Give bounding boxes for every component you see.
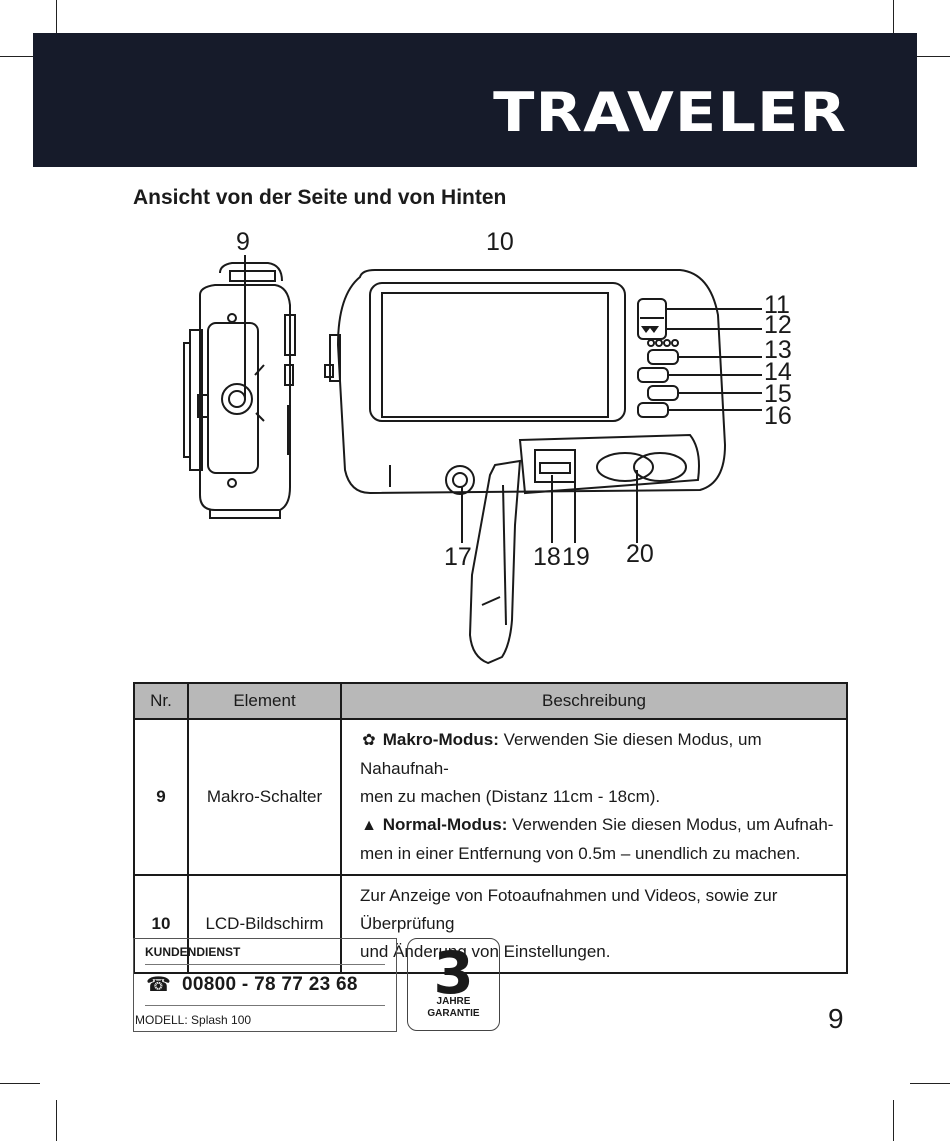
row-description: Zur Anzeige von Fotoaufnahmen und Videos… bbox=[340, 874, 848, 974]
section-title: Ansicht von der Seite und von Hinten bbox=[133, 186, 507, 209]
macro-mode-text: Verwenden Sie diesen Modus, um Nahaufnah… bbox=[360, 730, 762, 778]
brand-logo: TRAVELER bbox=[492, 81, 847, 144]
tulip-icon: ✿ bbox=[362, 732, 376, 749]
callout-19: 19 bbox=[562, 543, 590, 571]
crop-mark bbox=[0, 1083, 40, 1084]
row-description: ✿ Makro-Modus: Verwenden Sie diesen Modu… bbox=[340, 718, 848, 876]
callout-18: 18 bbox=[533, 543, 561, 571]
leader-lines bbox=[244, 255, 762, 543]
table-row: 10 LCD-Bildschirm Zur Anzeige von Fotoau… bbox=[133, 874, 848, 974]
camera-side-view bbox=[183, 262, 296, 519]
lcd-description-1: Zur Anzeige von Fotoaufnahmen und Videos… bbox=[360, 886, 778, 933]
telephone-icon: ☎ bbox=[146, 974, 171, 996]
header-description: Beschreibung bbox=[340, 682, 848, 720]
callout-12: 12 bbox=[764, 311, 792, 339]
row-element: LCD-Bildschirm bbox=[187, 874, 342, 974]
guarantee-line1: JAHRE bbox=[436, 996, 471, 1007]
normal-mode-text-2: men in einer Entfernung von 0.5m – unend… bbox=[360, 844, 801, 863]
crop-mark bbox=[910, 56, 950, 57]
crop-mark bbox=[893, 1100, 894, 1141]
macro-mode-text-2: men zu machen (Distanz 11cm - 18cm). bbox=[360, 787, 661, 806]
row-nr: 9 bbox=[133, 718, 189, 876]
normal-mode-line: ▲ Normal-Modus: Verwenden Sie diesen Mod… bbox=[360, 811, 836, 868]
table-header-row: Nr. Element Beschreibung bbox=[133, 682, 848, 720]
row-element: Makro-Schalter bbox=[187, 718, 342, 876]
page-number: 9 bbox=[828, 1003, 844, 1034]
guarantee-number: 3 bbox=[433, 939, 474, 1007]
crop-mark bbox=[56, 0, 57, 40]
row-nr: 10 bbox=[133, 874, 189, 974]
header-element: Element bbox=[187, 682, 342, 720]
crop-mark bbox=[893, 0, 894, 40]
camera-diagram: 9 10 11 12 13 14 15 16 17 18 19 20 bbox=[183, 228, 792, 665]
normal-mode-title: Normal-Modus: bbox=[382, 815, 508, 834]
callout-16: 16 bbox=[764, 402, 792, 430]
divider bbox=[145, 964, 385, 965]
guarantee-badge: 3 JAHRE GARANTIE bbox=[407, 938, 500, 1031]
macro-mode-title: Makro-Modus: bbox=[382, 730, 499, 749]
service-label: KUNDENDIENST bbox=[145, 945, 241, 959]
guarantee-text: JAHRE GARANTIE bbox=[408, 996, 499, 1020]
crop-mark bbox=[910, 1083, 950, 1084]
model-text: MODELL: Splash 100 bbox=[135, 1013, 252, 1027]
callout-17: 17 bbox=[444, 543, 472, 571]
crop-mark bbox=[56, 1100, 57, 1141]
camera-back-view bbox=[324, 269, 727, 665]
customer-service-box: KUNDENDIENST ☎ 00800 - 78 77 23 68 MODEL… bbox=[133, 938, 397, 1032]
lcd-description-2: und Änderung von Einstellungen. bbox=[360, 942, 611, 961]
callout-15: 15 bbox=[764, 380, 792, 408]
callout-13: 13 bbox=[764, 336, 792, 364]
callout-9: 9 bbox=[236, 228, 250, 256]
callout-10: 10 bbox=[486, 228, 514, 256]
divider bbox=[145, 1005, 385, 1006]
spec-table: Nr. Element Beschreibung 9 Makro-Schalte… bbox=[133, 682, 848, 974]
callout-11: 11 bbox=[764, 291, 790, 319]
mountain-icon: ▲ bbox=[361, 817, 377, 834]
normal-mode-text: Verwenden Sie diesen Modus, um Aufnah- bbox=[507, 815, 834, 834]
table-row: 9 Makro-Schalter ✿ Makro-Modus: Verwende… bbox=[133, 718, 848, 876]
phone-number[interactable]: 00800 - 78 77 23 68 bbox=[182, 974, 358, 995]
header-nr: Nr. bbox=[133, 682, 189, 720]
callout-14: 14 bbox=[764, 358, 792, 386]
header-banner: TRAVELER bbox=[33, 33, 917, 167]
crop-mark bbox=[0, 56, 40, 57]
callout-20: 20 bbox=[626, 540, 654, 568]
macro-mode-line: ✿ Makro-Modus: Verwenden Sie diesen Modu… bbox=[360, 726, 836, 811]
guarantee-line2: GARANTIE bbox=[427, 1008, 480, 1019]
